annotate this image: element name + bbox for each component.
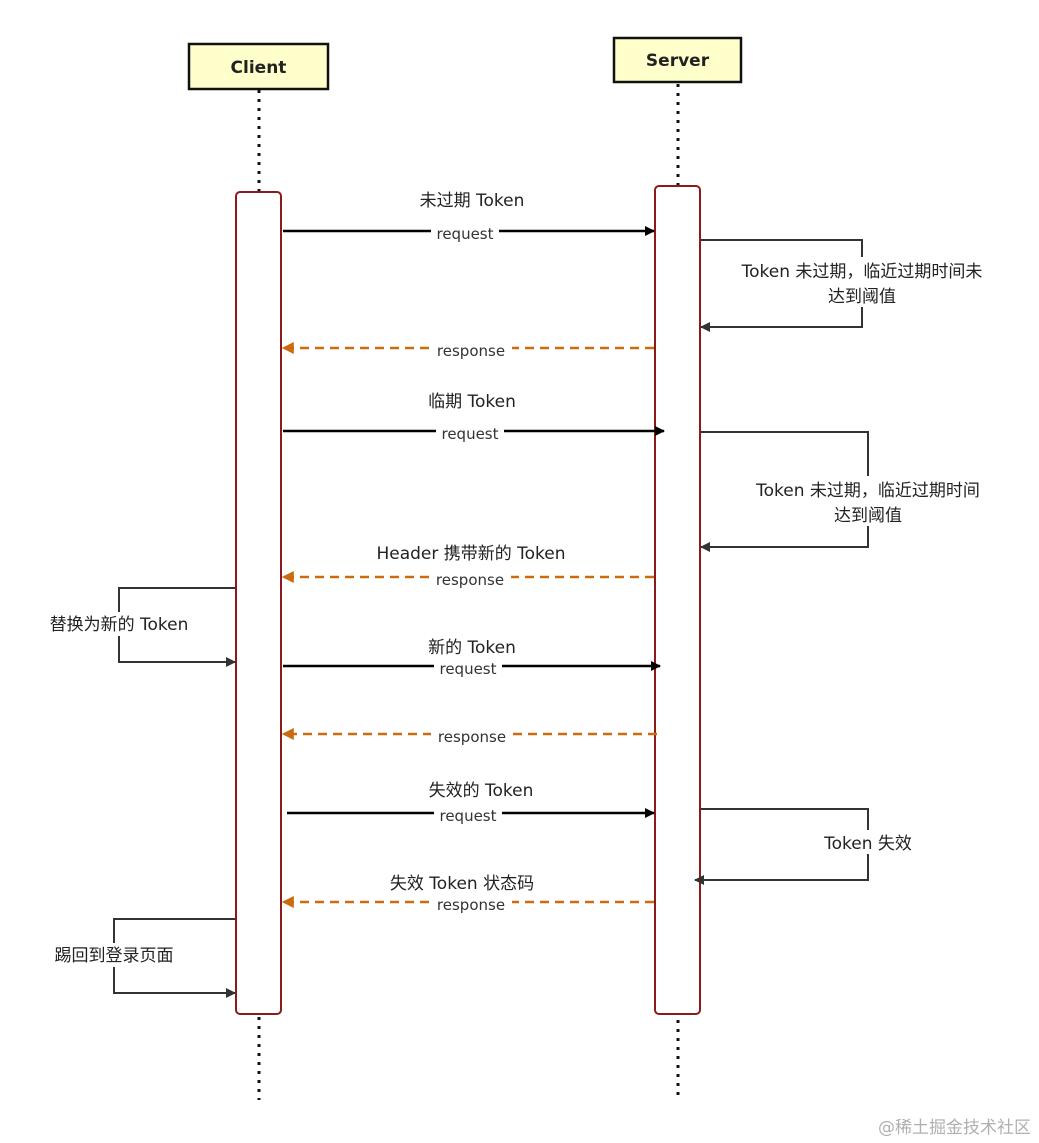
client-self-note-1-text: 替换为新的 Token xyxy=(50,615,189,635)
message-1-sub: request xyxy=(436,225,493,243)
server-self-note-3: Token 失效 xyxy=(694,808,924,885)
message-7-request: 失效的 Token request xyxy=(287,781,655,825)
message-1-request: 未过期 Token request xyxy=(283,191,655,243)
server-self-note-1-line-1: Token 未过期，临近过期时间未 xyxy=(741,262,983,282)
message-5-label: 新的 Token xyxy=(428,638,516,658)
client-activation-bar xyxy=(235,191,282,1015)
message-1-label: 未过期 Token xyxy=(420,191,525,211)
client-actor-label: Client xyxy=(231,58,287,78)
client-self-note-2: 踢回到登录页面 xyxy=(42,918,236,998)
server-activation-bar xyxy=(654,185,701,1015)
message-2-sub: response xyxy=(437,342,505,360)
message-3-request: 临期 Token request xyxy=(283,392,665,443)
server-actor-label: Server xyxy=(646,51,710,71)
message-5-request: 新的 Token request xyxy=(283,638,661,678)
server-self-note-3-text: Token 失效 xyxy=(823,834,912,854)
server-self-note-2-line-1: Token 未过期，临近过期时间 xyxy=(755,481,980,501)
message-7-sub: request xyxy=(439,807,496,825)
server-self-note-2: Token 未过期，临近过期时间 达到阈值 xyxy=(700,431,1000,552)
message-8-sub: response xyxy=(437,896,505,914)
message-4-response: Header 携带新的 Token response xyxy=(281,544,654,589)
message-6-sub: response xyxy=(438,728,506,746)
client-self-note-2-text: 踢回到登录页面 xyxy=(55,946,174,966)
watermark-text: @稀土掘金技术社区 xyxy=(878,1118,1031,1138)
message-3-label: 临期 Token xyxy=(428,392,516,412)
server-self-note-2-line-2: 达到阈值 xyxy=(834,506,902,526)
client-self-note-1: 替换为新的 Token xyxy=(36,587,236,667)
message-8-label: 失效 Token 状态码 xyxy=(390,874,534,894)
message-4-label: Header 携带新的 Token xyxy=(376,544,565,564)
server-self-note-1: Token 未过期，临近过期时间未 达到阈值 xyxy=(700,239,1004,332)
message-3-sub: request xyxy=(441,425,498,443)
server-actor: Server xyxy=(612,36,743,84)
client-actor: Client xyxy=(187,42,330,91)
message-2-response: response xyxy=(281,341,654,360)
message-6-response: response xyxy=(281,727,657,746)
message-5-sub: request xyxy=(439,660,496,678)
server-self-note-1-line-2: 达到阈值 xyxy=(828,287,896,307)
message-4-sub: response xyxy=(436,571,504,589)
message-8-response: 失效 Token 状态码 response xyxy=(281,874,654,914)
message-7-label: 失效的 Token xyxy=(429,781,534,801)
